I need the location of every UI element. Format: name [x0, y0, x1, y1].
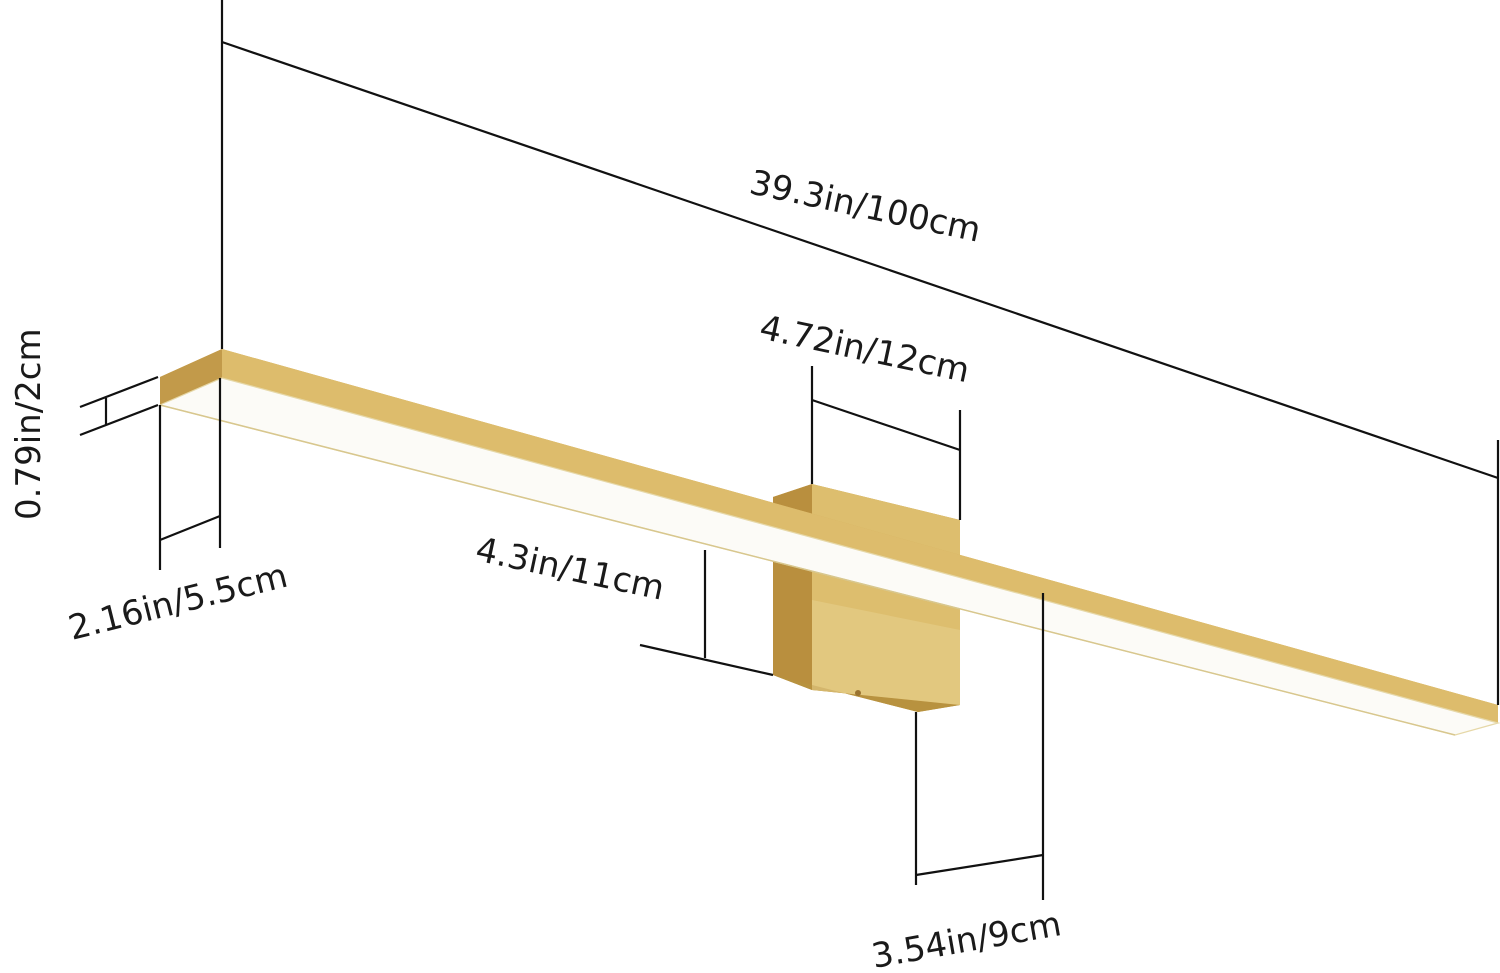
length-label: 39.3in/100cm	[746, 163, 984, 251]
backplate-width-label: 4.72in/12cm	[756, 308, 973, 391]
dimension-lines	[79, 0, 1500, 900]
depth-label: 2.16in/5.5cm	[65, 556, 292, 649]
mount-offset-label: 3.54in/9cm	[869, 904, 1065, 973]
bar-end-face	[160, 349, 222, 405]
bar-front-face	[222, 349, 1498, 723]
projection-label: 4.3in/11cm	[472, 530, 668, 609]
height-label: 0.79in/2cm	[9, 328, 49, 520]
light-bar	[158, 349, 1500, 736]
